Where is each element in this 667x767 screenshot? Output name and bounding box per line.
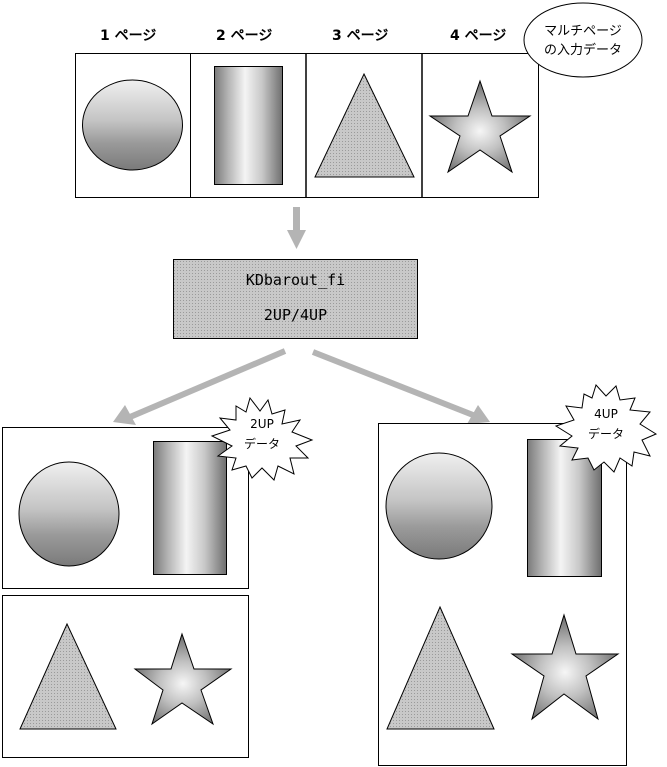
callout-line-2: の入力データ [544, 42, 622, 58]
2up-badge: 2UP データ [210, 396, 314, 481]
input-page-labels: 1 ページ 2 ページ 3 ページ 4 ページ [100, 28, 506, 44]
cylinder-shape [214, 66, 283, 185]
2up-badge-line-1: 2UP [250, 417, 274, 431]
cylinder-shape [527, 439, 602, 577]
sphere-shape [385, 452, 493, 560]
arrow-to-4up [311, 349, 490, 424]
output-4up: 4UP データ [378, 384, 658, 766]
page-label-2: 2 ページ [216, 28, 272, 44]
arrow-shaft [293, 207, 300, 231]
star-shape [133, 632, 233, 726]
triangle-shape [386, 605, 495, 730]
4up-badge-line-2: データ [588, 426, 624, 441]
cylinder-shape [153, 441, 227, 575]
process-box-frame [173, 259, 418, 339]
page-label-1: 1 ページ [100, 28, 156, 44]
arrow-down [287, 207, 306, 249]
page-label-3: 3 ページ [332, 28, 388, 44]
sphere-shape [18, 461, 120, 567]
callout-ellipse [523, 2, 643, 78]
triangle-shape [19, 622, 117, 730]
process-box: KDbarout_fi 2UP/4UP [173, 259, 418, 339]
triangle-shape [314, 72, 415, 178]
arrow-head [113, 405, 136, 425]
input-multipage-strip [75, 53, 539, 198]
page-label-4: 4 ページ [450, 28, 506, 44]
star-shape [428, 79, 532, 174]
arrow-shaft [128, 348, 287, 420]
star-shape [510, 613, 620, 721]
sphere-shape [82, 79, 183, 171]
2up-badge-line-2: データ [244, 436, 280, 451]
4up-badge: 4UP データ [554, 384, 658, 473]
burst-shape [554, 384, 658, 473]
arrow-shaft [311, 349, 475, 418]
output-2up: 2UP データ [2, 396, 314, 758]
arrow-head [467, 405, 490, 424]
callout-line-1: マルチページ [544, 24, 622, 39]
arrow-to-2up [113, 348, 287, 425]
4up-badge-line-1: 4UP [594, 407, 618, 421]
process-name: KDbarout_fi [246, 271, 345, 289]
arrow-head [287, 230, 306, 249]
multipage-input-callout: マルチページ の入力データ [523, 2, 643, 78]
process-mode: 2UP/4UP [264, 306, 327, 324]
burst-shape [210, 396, 314, 481]
